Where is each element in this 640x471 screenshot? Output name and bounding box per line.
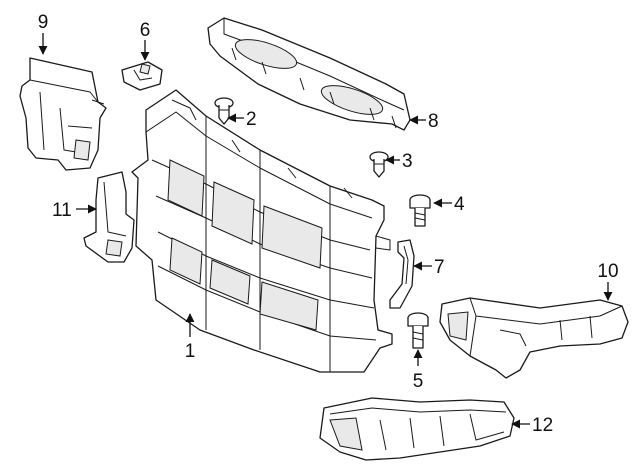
push-pin-part-2[interactable] [214, 97, 234, 125]
leader-lines [38, 33, 613, 429]
push-pin-part-3[interactable] [369, 151, 389, 178]
callout-12: 12 [532, 415, 553, 436]
air-guide-part-11[interactable] [83, 171, 135, 263]
callout-3: 3 [402, 151, 413, 172]
callout-1: 1 [185, 341, 196, 362]
air-deflector-part-9[interactable] [19, 57, 107, 171]
callout-4: 4 [454, 194, 465, 215]
bolt-part-5[interactable] [407, 312, 429, 349]
callout-9: 9 [38, 12, 49, 33]
air-duct-part-12[interactable] [319, 397, 515, 461]
callout-11: 11 [52, 200, 72, 221]
callout-2: 2 [246, 109, 257, 130]
callout-labels: 1 2 3 4 5 6 7 8 9 10 11 12 [38, 12, 619, 436]
callout-6: 6 [140, 20, 151, 41]
bolt-part-4[interactable] [409, 194, 431, 227]
air-duct-part-10[interactable] [439, 297, 629, 379]
bracket-part-7[interactable] [389, 239, 415, 309]
callout-8: 8 [428, 111, 439, 132]
callout-7: 7 [434, 257, 445, 278]
radiator-support-part-1[interactable] [131, 89, 393, 373]
callout-10: 10 [597, 261, 618, 282]
callout-5: 5 [413, 371, 424, 392]
bracket-part-6[interactable] [121, 61, 163, 91]
upper-cover-part-8[interactable] [207, 17, 411, 131]
